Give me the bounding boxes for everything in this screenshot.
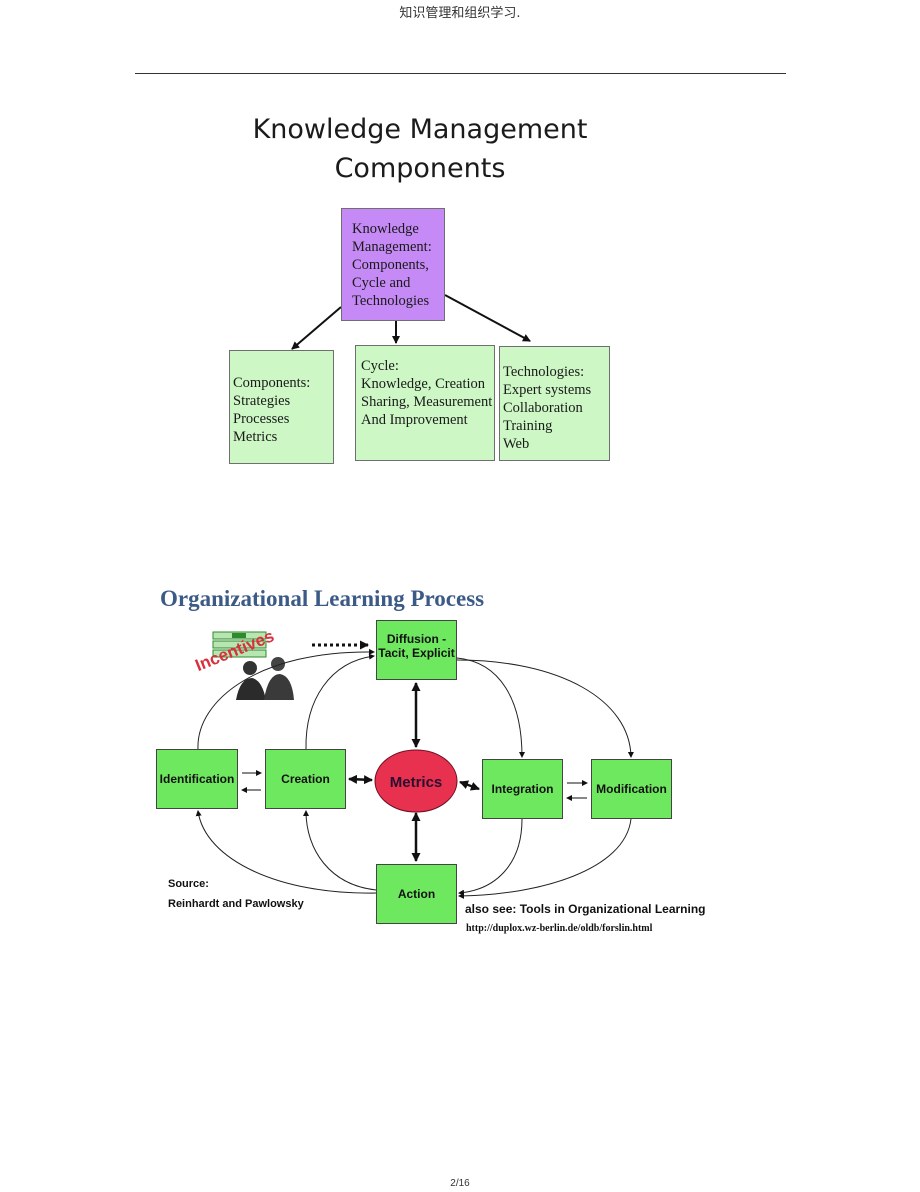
- modification-box: Modification: [591, 759, 672, 819]
- curve-integration-to-action: [458, 818, 523, 896]
- creation-box: Creation: [265, 749, 346, 809]
- curve-action-to-identification: [195, 810, 377, 894]
- km-cycle-box: Cycle: Knowledge, Creation Sharing, Meas…: [355, 345, 495, 461]
- identification-box: Identification: [156, 749, 238, 809]
- also-see-note: also see: Tools in Organizational Learni…: [465, 902, 706, 916]
- metrics-ellipse: [374, 749, 458, 813]
- double-arrow-metrics-integration: [459, 780, 480, 791]
- arrow-to-technologies: [444, 294, 531, 342]
- km-diagram-title: Knowledge Management Components: [252, 114, 588, 184]
- curve-action-to-creation: [303, 810, 377, 891]
- double-arrow-creation-metrics: [348, 774, 373, 785]
- page-header: 知识管理和组织学习.: [399, 6, 521, 21]
- curve-modification-to-action: [458, 818, 632, 899]
- km-technologies-box: Technologies: Expert systems Collaborati…: [499, 346, 610, 461]
- ol-diagram-title: Organizational Learning Process: [160, 586, 485, 611]
- reference-url[interactable]: http://duplox.wz-berlin.de/oldb/forslin.…: [466, 923, 653, 934]
- action-box: Action: [376, 864, 457, 924]
- header-rule: [135, 73, 786, 74]
- people-handshake-icon: [236, 657, 294, 700]
- curve-diffusion-to-integration: [456, 657, 525, 758]
- arrow-to-components: [291, 306, 342, 350]
- diffusion-box: Diffusion - Tacit, Explicit: [376, 620, 457, 680]
- curve-creation-to-diffusion: [305, 653, 375, 750]
- km-components-box: Components: Strategies Processes Metrics: [229, 350, 334, 464]
- page-number: 2/16: [450, 1178, 470, 1189]
- source-authors: Reinhardt and Pawlowsky: [168, 898, 304, 910]
- curve-diffusion-to-modification: [456, 659, 634, 758]
- curve-identification-to-diffusion: [197, 648, 375, 750]
- metrics-label: Metrics: [389, 773, 443, 791]
- source-label: Source:: [168, 878, 209, 890]
- incentives-money-icon: [212, 631, 267, 658]
- km-root-box: Knowledge Management: Components, Cycle …: [341, 208, 445, 321]
- integration-box: Integration: [482, 759, 563, 819]
